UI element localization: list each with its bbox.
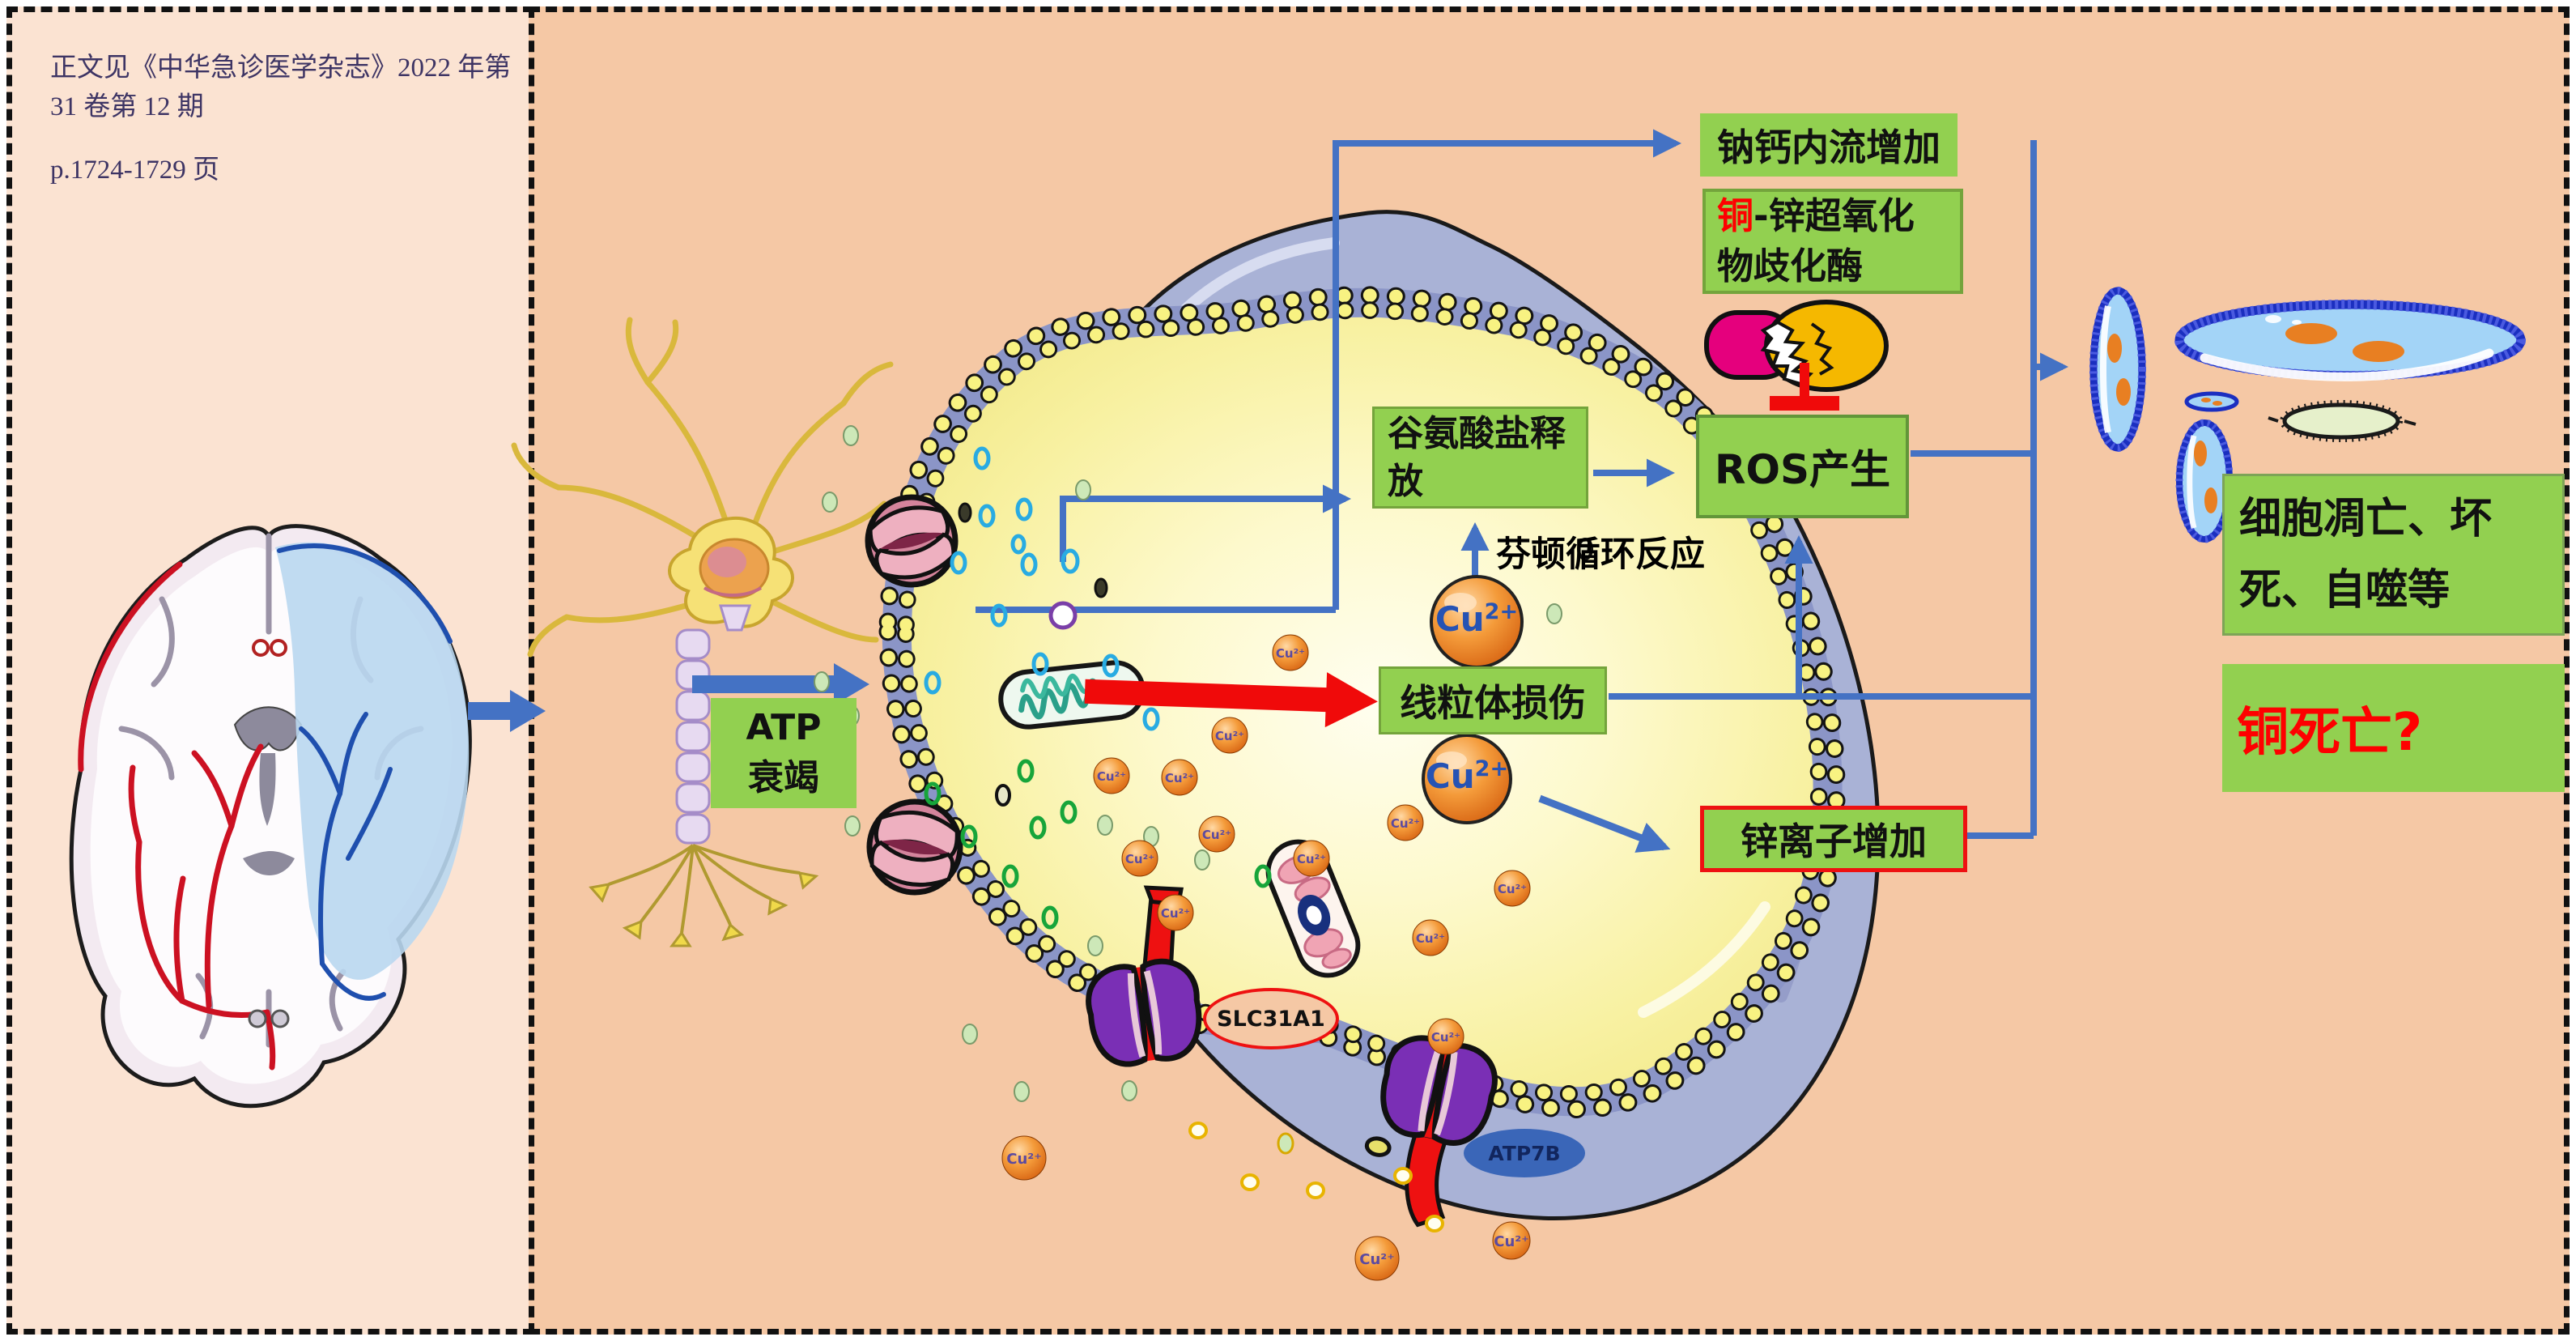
sod-enzyme-icon	[1704, 300, 1889, 392]
membrane-channel-bottom	[866, 798, 963, 896]
sod-line2: 物歧化酶	[1717, 245, 1864, 287]
arrow-neuron-to-cell	[692, 663, 869, 705]
neuron-illustration	[511, 317, 894, 947]
glutamate-line2: 放	[1388, 461, 1423, 502]
inhibition-tbar	[1770, 363, 1839, 411]
brain-blue-vessels	[277, 543, 453, 1001]
cu-ion-large-top	[1430, 575, 1524, 669]
ros-text: ROS产生	[1714, 446, 1891, 493]
journal-citation: 正文见《中华急诊医学杂志》2022 年第 31 卷第 12 期 p.1724-1…	[50, 45, 536, 186]
result-cell-dead	[2268, 400, 2417, 442]
sod-rest1: -锌超氧化	[1753, 194, 1915, 237]
brain-illustration	[69, 524, 472, 1109]
svg-text:Cu²⁺: Cu²⁺	[1097, 769, 1126, 784]
box-atp-depletion: ATP 衰竭	[711, 698, 857, 808]
label-atp7b: ATP7B	[1464, 1129, 1585, 1177]
cu-ion-large-bottom	[1422, 734, 1512, 824]
cu-sup: 2+	[1484, 599, 1519, 624]
svg-text:Cu²⁺: Cu²⁺	[1276, 646, 1305, 661]
cu-ion-small: Cu²⁺ Cu²⁺ Cu²⁺ Cu²⁺ Cu²⁺ Cu²⁺ Cu²⁺ Cu²⁺ …	[1001, 634, 1531, 1281]
cu-large-label-top: Cu2+	[1412, 599, 1541, 639]
cu-large-label-bottom: Cu2+	[1402, 756, 1532, 796]
slc31a1-text: SLC31A1	[1217, 1006, 1325, 1032]
svg-text:Cu²⁺: Cu²⁺	[1391, 816, 1420, 831]
box-na-ca-influx: 钠钙内流增加	[1700, 113, 1958, 177]
atp-line2: 衰竭	[748, 757, 819, 798]
sod-red-char: 铜	[1717, 194, 1754, 237]
svg-text:Cu²⁺: Cu²⁺	[1125, 852, 1154, 866]
svg-text:Cu²⁺: Cu²⁺	[1202, 828, 1231, 842]
result-cell-1	[2089, 287, 2146, 452]
citation-line2: p.1724-1729 页	[50, 155, 219, 185]
atp-line1: ATP	[746, 706, 822, 748]
arrow-brain-to-neuron	[468, 690, 546, 732]
box-mitochondria-damage: 线粒体损伤	[1379, 666, 1607, 734]
death-line1: 细胞凋亡、坏	[2239, 494, 2493, 543]
zinc-text: 锌离子增加	[1741, 820, 1927, 863]
cu-base: Cu	[1435, 599, 1485, 639]
cu-base: Cu	[1425, 756, 1475, 796]
box-cu-zn-sod: 铜-锌超氧化 物歧化酶	[1702, 189, 1963, 294]
svg-text:Cu²⁺: Cu²⁺	[1359, 1251, 1394, 1268]
svg-text:Cu²⁺: Cu²⁺	[1431, 1030, 1460, 1045]
fenton-reaction-label: 芬顿循环反应	[1496, 526, 1723, 577]
result-cell-2	[2174, 300, 2526, 381]
transporter-atp7b	[1364, 1035, 1498, 1228]
cuproptosis-text: 铜死亡?	[2237, 703, 2423, 763]
result-cell-3	[2184, 391, 2239, 412]
arrow-cu-to-zinc	[1538, 794, 1671, 853]
fenton-text: 芬顿循环反应	[1496, 534, 1705, 575]
box-cuproptosis: 铜死亡?	[2222, 664, 2565, 792]
svg-text:Cu²⁺: Cu²⁺	[1165, 771, 1194, 785]
svg-text:Cu²⁺: Cu²⁺	[1498, 882, 1527, 896]
line-to-naca-box	[1333, 129, 1682, 610]
arrow-mito-damage	[1084, 672, 1378, 728]
atp7b-text: ATP7B	[1488, 1141, 1561, 1165]
svg-text:Cu²⁺: Cu²⁺	[1215, 729, 1244, 743]
svg-text:Cu²⁺: Cu²⁺	[1297, 852, 1326, 866]
box-zinc-increase: 锌离子增加	[1700, 806, 1967, 872]
citation-line1: 正文见《中华急诊医学杂志》2022 年第 31 卷第 12 期	[50, 53, 512, 121]
death-line2: 死、自噬等	[2239, 566, 2451, 615]
label-slc31a1: SLC31A1	[1203, 988, 1339, 1049]
box-ros-production: ROS产生	[1696, 415, 1909, 518]
neuron-terminals	[608, 844, 801, 934]
cell-body	[888, 296, 1837, 1109]
svg-text:Cu²⁺: Cu²⁺	[1494, 1233, 1528, 1250]
membrane-channel-top	[865, 494, 959, 588]
neuron-axon	[675, 628, 711, 845]
na-ca-text: 钠钙内流增加	[1717, 126, 1941, 169]
cu-sup: 2+	[1474, 756, 1509, 781]
box-glutamate-release: 谷氨酸盐释 放	[1372, 407, 1588, 509]
box-cell-death-modes: 细胞凋亡、坏 死、自噬等	[2222, 474, 2565, 636]
connector-lines	[976, 129, 2069, 839]
glutamate-line1: 谷氨酸盐释	[1388, 412, 1566, 454]
svg-text:Cu²⁺: Cu²⁺	[1161, 906, 1190, 921]
sod-line1: 铜-锌超氧化	[1717, 191, 1960, 241]
svg-text:Cu²⁺: Cu²⁺	[1006, 1151, 1041, 1168]
brain-red-vessels	[78, 561, 276, 1071]
svg-text:Cu²⁺: Cu²⁺	[1416, 931, 1445, 946]
line-to-glutamate-box	[1060, 484, 1352, 562]
mito-text: 线粒体损伤	[1400, 681, 1586, 725]
transporter-slc31a1	[1086, 885, 1202, 1067]
